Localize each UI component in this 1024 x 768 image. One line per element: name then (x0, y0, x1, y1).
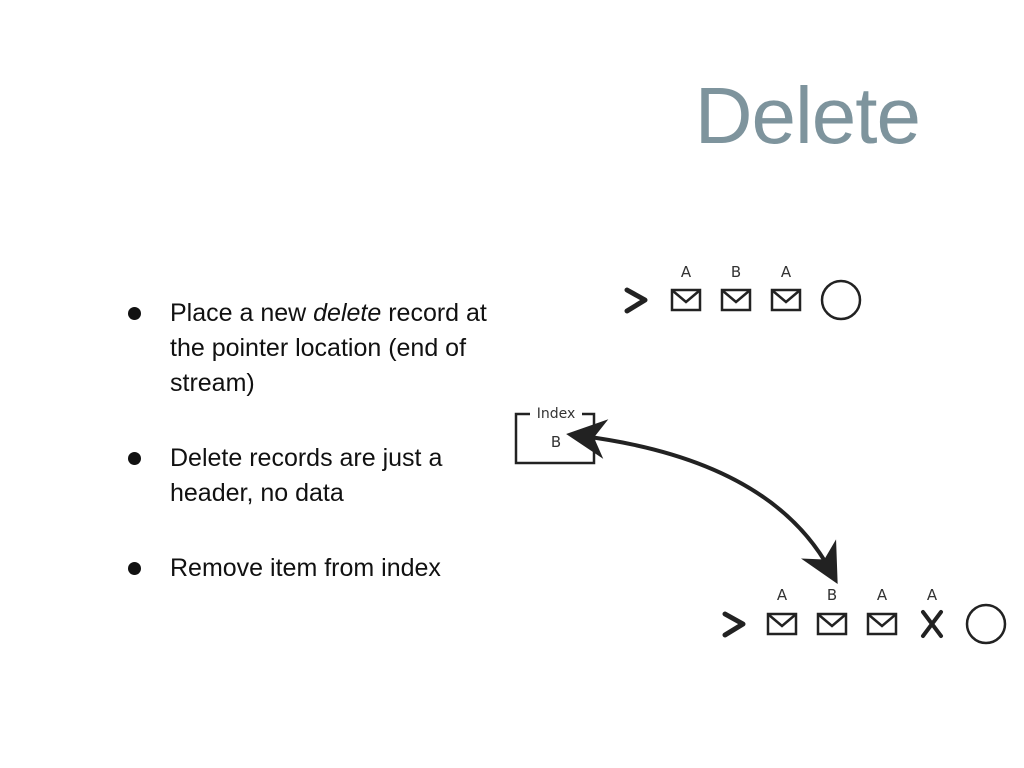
index-box-frame (514, 412, 596, 465)
bullet-item: Delete records are just a header, no dat… (124, 441, 504, 511)
top-record-2: B (720, 263, 752, 312)
slide-title: Delete (694, 71, 921, 160)
envelope-icon (770, 288, 802, 312)
bottom-record-1: A (766, 586, 798, 636)
top-record-1: A (670, 263, 702, 312)
bullet-item: Place a new delete record at the pointer… (124, 296, 504, 401)
circle-icon (820, 279, 862, 321)
record-label: A (877, 586, 888, 604)
bullet-text: Remove item from index (170, 554, 441, 582)
envelope-icon (766, 612, 798, 636)
chevron-right-icon (722, 611, 746, 638)
chevron-right-icon (624, 287, 648, 314)
record-label: A (927, 586, 938, 604)
index-label: Index (537, 406, 576, 422)
envelope-icon (866, 612, 898, 636)
delete-record: A (921, 586, 943, 638)
envelope-icon (670, 288, 702, 312)
bullet-text: Place a new (170, 299, 314, 327)
x-mark-icon (921, 610, 943, 638)
top-stream: A B A (624, 263, 862, 321)
record-label: A (777, 586, 788, 604)
record-label: A (781, 263, 792, 281)
bullet-text: Delete records are just a header, no dat… (170, 444, 443, 507)
envelope-icon (720, 288, 752, 312)
record-label: A (681, 263, 692, 281)
envelope-icon (816, 612, 848, 636)
index-box: Index B (514, 406, 596, 465)
top-record-3: A (770, 263, 802, 312)
index-entry: B (551, 433, 561, 451)
circle-icon (965, 603, 1007, 645)
bullet-item: Remove item from index (124, 551, 504, 586)
bottom-record-3: A (866, 586, 898, 636)
record-label: B (731, 263, 741, 281)
bullet-text: record at the pointer location (end of s… (170, 299, 487, 397)
bullet-emphasis: delete (313, 299, 382, 327)
record-label: B (827, 586, 837, 604)
bullet-list: Place a new delete record at the pointer… (124, 296, 504, 626)
bottom-record-2: B (816, 586, 848, 636)
removal-arrow (566, 419, 838, 585)
bottom-stream: A B A A (722, 586, 1007, 645)
